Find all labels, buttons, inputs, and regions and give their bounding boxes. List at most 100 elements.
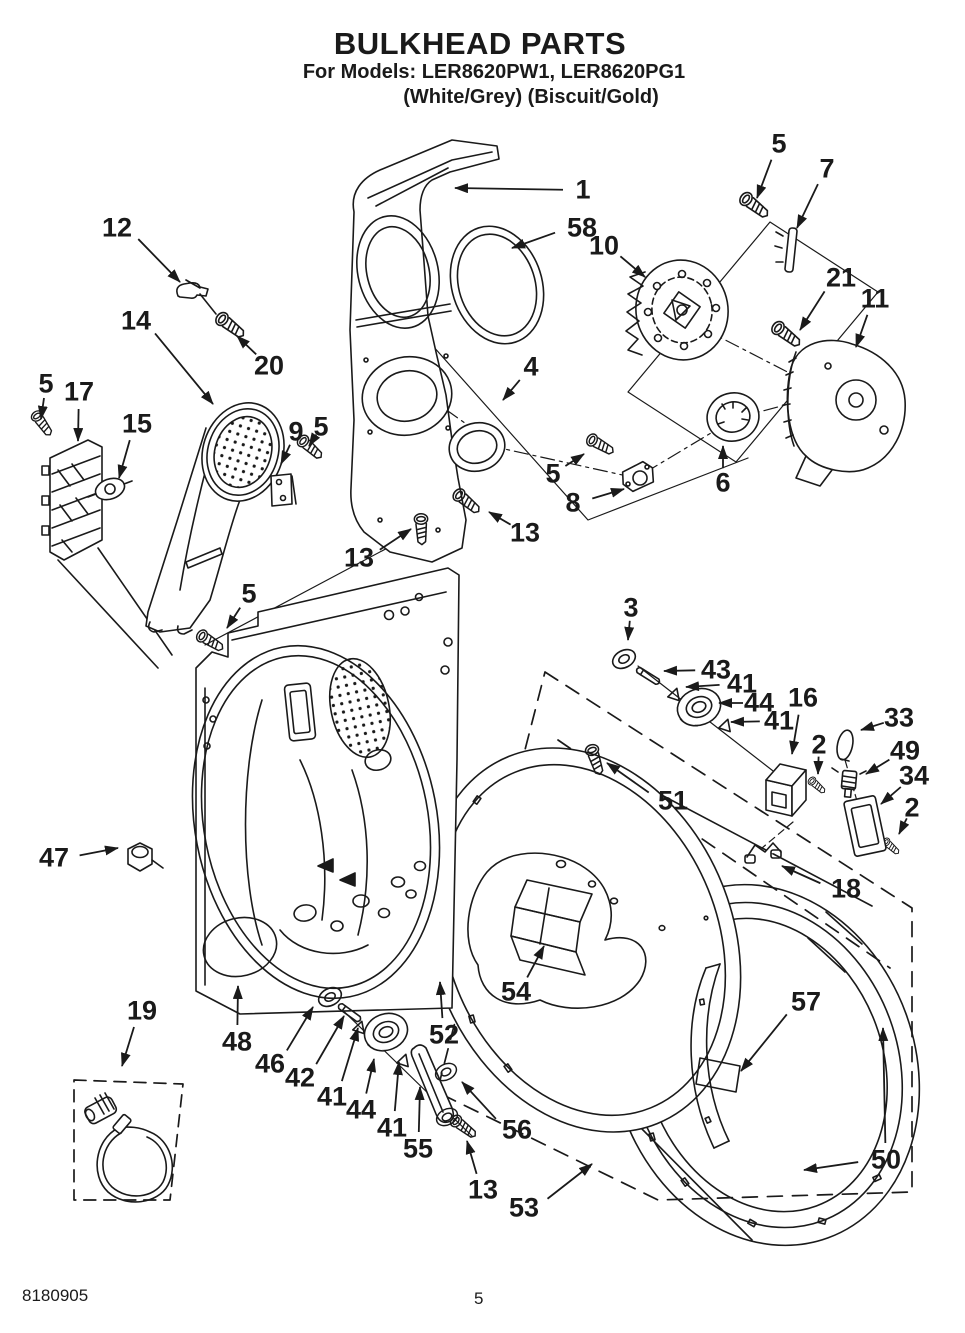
wire-kit-dashed-box (73, 1079, 184, 1201)
drum-baffle-54 (467, 852, 709, 1009)
light-bracket-16 (765, 763, 807, 817)
leader-13-top (379, 528, 412, 551)
leader-2-a (813, 756, 824, 775)
leader-5-mid (564, 453, 585, 467)
leader-47 (79, 845, 119, 857)
leader-54 (526, 945, 545, 978)
shaft-43 (634, 665, 662, 687)
clip-12 (176, 279, 217, 315)
screw-5-mid (583, 431, 617, 459)
leader-lines (37, 159, 910, 1200)
screw-21 (768, 318, 805, 351)
leader-33 (860, 721, 885, 731)
leader-57 (740, 1013, 788, 1072)
leader-43 (663, 665, 696, 676)
leader-13-right (488, 511, 512, 526)
leader-5-top (756, 159, 773, 199)
bracket-9 (270, 473, 297, 507)
leader-41-d (392, 1061, 403, 1112)
leader-1 (454, 183, 564, 194)
light-lens-34 (843, 795, 887, 857)
washer-3 (608, 645, 640, 673)
leader-21 (799, 290, 826, 331)
doc-number: 8180905 (22, 1286, 89, 1305)
leader-16 (789, 714, 800, 755)
leader-52 (435, 981, 446, 1019)
roller-kit-top (608, 645, 735, 733)
models-line: For Models: LER8620PW1, LER8620PG1 (302, 61, 686, 83)
page-title: BULKHEAD PARTS (333, 26, 627, 61)
drum-dashed-box (436, 671, 913, 1201)
wire-kit-19 (84, 1092, 174, 1203)
leader-58 (511, 231, 556, 249)
screw-5-mid-left (294, 432, 326, 463)
leader-49 (865, 758, 890, 775)
leader-5-bulkhead (226, 607, 241, 629)
leader-20 (236, 335, 257, 356)
guide-parallelogram (627, 221, 879, 463)
blower-housing (782, 339, 906, 487)
rear-baffle-57 (690, 963, 741, 1149)
screw-20 (212, 309, 249, 342)
axis-roller-top (637, 665, 796, 789)
leader-53 (546, 1163, 593, 1200)
screw-5-bulkhead (193, 627, 227, 655)
colors-line: (White/Grey) (Biscuit/Gold) (403, 86, 659, 108)
axis-bracket-clip (761, 821, 794, 849)
leader-12 (137, 238, 181, 283)
nut-47 (127, 842, 164, 872)
clip-18 (744, 842, 782, 864)
dashed-boxes (73, 671, 913, 1201)
leader-11 (855, 314, 869, 348)
duct-seal-58 (449, 225, 545, 345)
internal-duct (349, 139, 500, 563)
dryer-drum-front (424, 747, 742, 1133)
leader-46 (286, 1006, 314, 1051)
seal-6 (706, 392, 760, 442)
leader-3 (624, 620, 635, 641)
drum-inner-dashed (557, 739, 891, 969)
page-number: 5 (474, 1289, 484, 1308)
leader-14 (154, 332, 214, 405)
light-bulb-33 (836, 729, 854, 762)
screw-5-top (736, 189, 773, 222)
blower-wheel (625, 259, 729, 361)
guide-vee (423, 335, 749, 521)
leader-44-b (365, 1058, 377, 1094)
light-socket-49 (831, 767, 867, 799)
leader-9 (280, 444, 292, 465)
leader-13-bottom (465, 1140, 478, 1175)
leader-50 (878, 1027, 889, 1144)
leader-48 (232, 985, 243, 1026)
clip-7 (774, 227, 798, 273)
roller-44-b (358, 1006, 414, 1058)
leader-5-mid-left (308, 432, 321, 447)
leader-2-b (898, 817, 910, 835)
heater-box-17 (41, 439, 173, 669)
leader-8 (592, 487, 625, 500)
leader-50 (803, 1161, 859, 1174)
leader-51 (606, 762, 650, 794)
leader-41-b (730, 716, 760, 727)
leader-41-c (341, 1027, 360, 1082)
leader-4 (502, 379, 521, 401)
leader-7 (796, 183, 819, 229)
leader-15 (117, 439, 131, 479)
leader-10 (619, 255, 646, 278)
thermostat-15 (87, 477, 133, 501)
leader-5-left (37, 397, 48, 420)
bulkhead-panel (191, 567, 460, 1015)
support-arm-55 (410, 1044, 455, 1124)
air-duct-14 (145, 402, 285, 635)
leader-55 (414, 1086, 425, 1133)
leader-42 (315, 1015, 345, 1065)
seal-4 (448, 421, 506, 473)
screw-2-a (806, 774, 828, 796)
thermal-fuse-8 (621, 460, 655, 493)
clip-41-b (717, 716, 735, 733)
roller-44-a (671, 681, 727, 733)
leader-56 (461, 1081, 497, 1120)
leader-18 (781, 865, 821, 885)
